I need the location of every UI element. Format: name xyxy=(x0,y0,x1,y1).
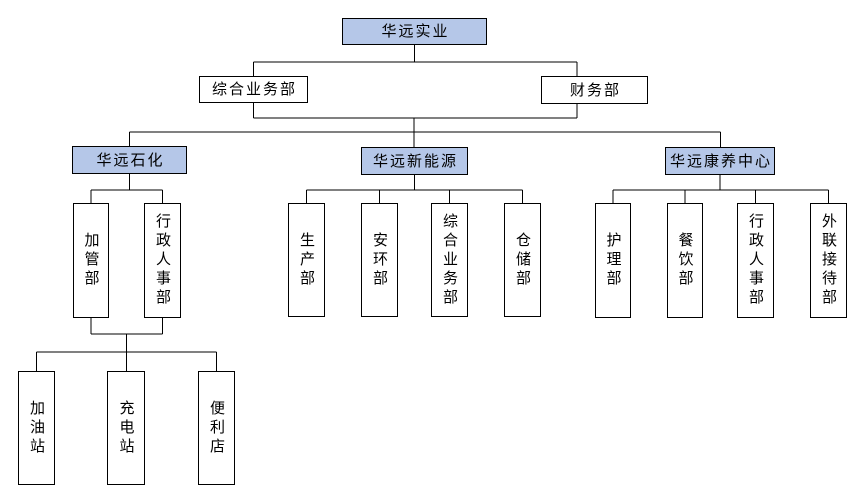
node-safety-env-dept[interactable]: 安环部 xyxy=(361,203,398,317)
node-petrochemical-division[interactable]: 华远石化 xyxy=(72,146,187,174)
node-label: 便利店 xyxy=(208,399,225,457)
node-charging-station[interactable]: 充电站 xyxy=(107,371,145,485)
node-convenience-store[interactable]: 便利店 xyxy=(198,371,235,485)
node-label: 财务部 xyxy=(569,81,621,99)
node-admin-hr-dept-wellness[interactable]: 行政人事部 xyxy=(737,203,774,318)
node-admin-hr-dept-petrochemical[interactable]: 行政人事部 xyxy=(144,203,181,318)
node-label: 充电站 xyxy=(117,399,135,457)
node-warehouse-dept[interactable]: 仓储部 xyxy=(504,203,541,317)
node-label: 餐饮部 xyxy=(676,232,694,289)
node-label: 安环部 xyxy=(371,231,388,289)
node-gas-mgmt-dept[interactable]: 加管部 xyxy=(73,203,109,318)
node-new-energy-division[interactable]: 华远新能源 xyxy=(361,147,468,175)
node-label: 行政人事部 xyxy=(154,213,171,308)
node-general-business-dept-hq[interactable]: 综合业务部 xyxy=(199,76,308,103)
node-label: 行政人事部 xyxy=(747,213,764,308)
node-label: 综合业务部 xyxy=(211,81,297,98)
node-nursing-dept[interactable]: 护理部 xyxy=(595,203,631,318)
node-label: 华远石化 xyxy=(96,151,165,169)
node-external-liaison-reception-dept[interactable]: 外联接待部 xyxy=(810,203,847,318)
node-production-dept[interactable]: 生产部 xyxy=(288,203,325,317)
node-label: 外联接待部 xyxy=(820,213,837,308)
node-finance-dept[interactable]: 财务部 xyxy=(541,76,648,104)
node-catering-dept[interactable]: 餐饮部 xyxy=(667,203,703,318)
node-gas-station[interactable]: 加油站 xyxy=(18,371,55,485)
node-label: 加油站 xyxy=(28,399,45,457)
node-label: 加管部 xyxy=(82,232,100,289)
node-label: 华远新能源 xyxy=(372,152,458,170)
node-label: 华远实业 xyxy=(381,23,450,40)
node-label: 华远康养中心 xyxy=(669,152,772,170)
node-label: 护理部 xyxy=(604,232,622,289)
node-label: 生产部 xyxy=(298,231,315,289)
node-label: 仓储部 xyxy=(514,231,531,289)
node-label: 综合业务部 xyxy=(441,212,458,308)
node-huayuan-group[interactable]: 华远实业 xyxy=(342,18,487,45)
node-wellness-center-division[interactable]: 华远康养中心 xyxy=(665,147,775,175)
node-general-business-dept-newenergy[interactable]: 综合业务部 xyxy=(431,203,468,317)
